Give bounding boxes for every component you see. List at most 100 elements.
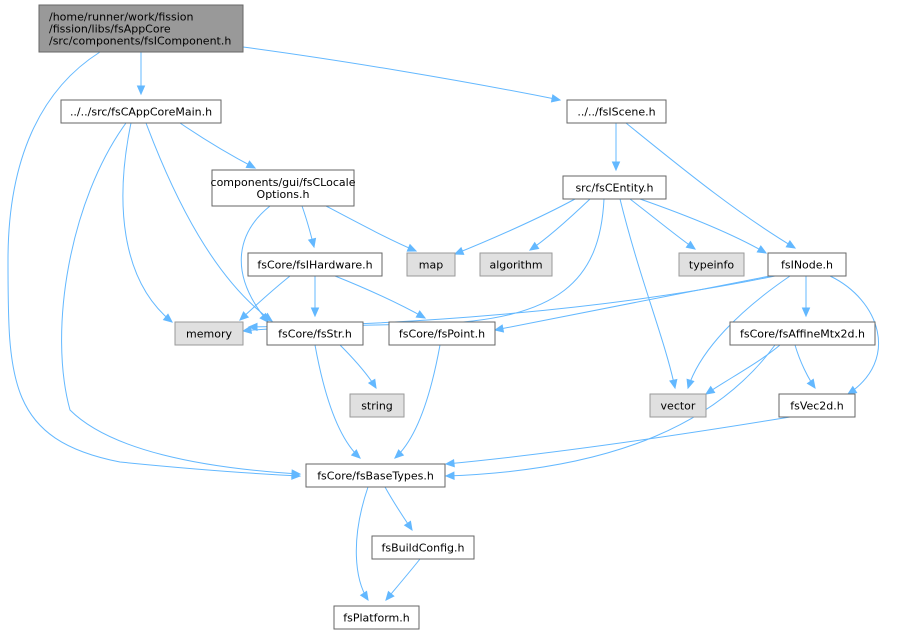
node-inode[interactable]: fsINode.h [767,252,847,277]
edge-line [7,51,301,477]
node-map: map [406,252,456,277]
arrowhead [704,385,716,395]
node-ihardware[interactable]: fsCore/fsIHardware.h [247,252,383,277]
edge-buildconfig-to-platform [385,558,421,601]
node-label-line: memory [186,328,232,341]
edge-centity-to-typeinfo [629,198,697,250]
arrowhead [806,378,816,390]
edge-line [122,122,173,323]
edge-line [629,198,696,250]
edge-centity-to-algorithm [528,198,591,251]
edge-line [394,344,441,459]
edge-line [242,46,561,101]
node-label-line: fsCore/fsBaseTypes.h [317,470,434,483]
arrowhead [247,322,258,332]
edge-inode-to-vector [686,275,791,390]
node-label-line: ../../fsIScene.h [577,106,655,119]
node-box [60,99,222,124]
edge-line [61,122,301,475]
node-box [333,605,420,630]
node-platform[interactable]: fsPlatform.h [333,605,420,630]
edge-basetypes-to-buildconfig [384,486,413,532]
node-vec2d[interactable]: fsVec2d.h [778,393,856,418]
edge-iscene-to-inode [625,122,797,249]
edge-ihardware-to-str [310,276,320,318]
edge-line [314,344,361,459]
node-label-line: fsVec2d.h [790,400,844,413]
edge-appcoremain-to-str [145,122,274,322]
node-box [38,4,244,53]
arrowhead [611,161,621,172]
arrowhead [245,160,257,169]
arrowhead [307,237,317,249]
node-label-line: /src/components/fsIComponent.h [49,35,231,48]
arrowhead [785,239,797,249]
edge-line [639,198,767,254]
edge-line [240,205,271,323]
node-box [349,393,405,418]
edge-vec2d-to-basetypes [444,416,791,468]
arrowhead [550,94,562,103]
node-string: string [349,393,405,418]
edge-line [687,275,791,389]
edges-layer [7,46,879,602]
node-box [767,252,847,277]
edge-ihardware-to-memory [239,275,291,321]
edge-line [705,344,781,395]
node-label-line: fsBuildConfig.h [382,542,465,555]
node-centity[interactable]: src/fsCEntity.h [562,175,667,200]
node-affine[interactable]: fsCore/fsAffineMtx2d.h [729,321,876,346]
node-box [211,169,355,207]
arrowhead [136,85,146,96]
edge-line [325,205,417,252]
arrowhead [239,311,250,321]
node-basetypes[interactable]: fsCore/fsBaseTypes.h [305,463,446,488]
edge-line [454,198,576,255]
edge-root-to-iscene [242,46,562,103]
node-root: /home/runner/work/fission/fission/libs/f… [38,4,244,53]
edge-line [494,275,771,331]
edge-appcoremain-to-memory [122,122,173,323]
arrowhead [444,458,455,468]
edge-appcoremain-to-locale [179,122,257,169]
arrowhead [846,385,858,395]
node-box [305,463,446,488]
node-label-line: typeinfo [689,259,734,272]
edge-locale-to-map [325,205,418,252]
node-str[interactable]: fsCore/fsStr.h [266,321,364,346]
arrowhead [493,324,505,333]
arrowhead [415,310,427,319]
arrowhead [310,307,320,318]
edge-line [829,275,879,395]
edge-centity-to-inode [639,198,768,254]
node-box [388,321,496,346]
node-box [562,175,667,200]
node-label-line: fsCore/fsPoint.h [399,328,485,341]
node-label-line: map [419,259,443,272]
edge-point-to-basetypes [394,344,441,459]
edge-inode-to-point [493,275,771,333]
edge-line [248,275,776,328]
edge-locale-to-ihardware [301,205,317,249]
node-appcoremain[interactable]: ../../src/fsCAppCoreMain.h [60,99,222,124]
arrowhead [291,469,302,478]
node-label-line: algorithm [489,259,542,272]
nodes-layer: /home/runner/work/fission/fission/libs/f… [38,4,876,630]
node-buildconfig[interactable]: fsBuildConfig.h [371,535,475,560]
node-label-line: src/fsCEntity.h [575,182,653,195]
node-iscene[interactable]: ../../fsIScene.h [566,99,667,124]
node-point[interactable]: fsCore/fsPoint.h [388,321,496,346]
edge-line [445,416,791,465]
arrowhead [453,246,465,255]
node-box [247,252,383,277]
edge-appcoremain-to-basetypes [61,122,302,478]
node-label-line: fsCore/fsAffineMtx2d.h [740,328,865,341]
arrowhead [406,243,418,252]
edge-locale-to-str [240,205,271,323]
node-box [566,99,667,124]
node-box [479,252,553,277]
node-box [371,535,475,560]
arrowhead [801,307,811,318]
edge-centity-to-map [453,198,576,255]
